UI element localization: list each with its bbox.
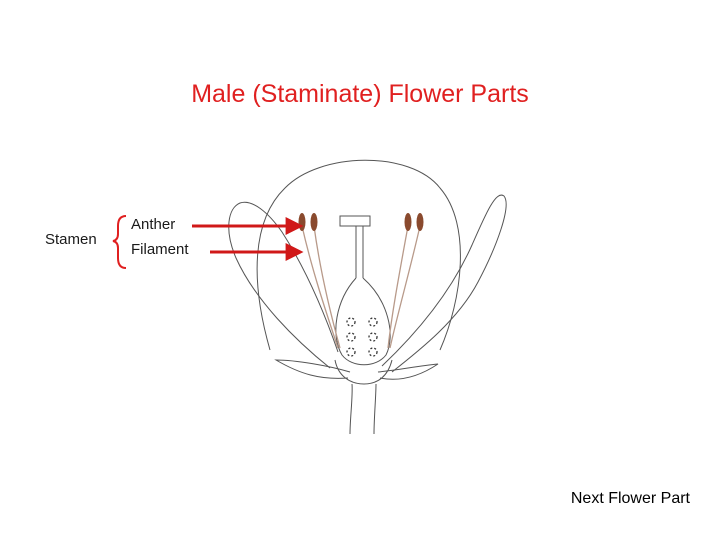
petal-right bbox=[381, 194, 507, 373]
stamen-bracket bbox=[112, 215, 127, 269]
anther-shape bbox=[310, 213, 318, 231]
receptacle bbox=[334, 359, 393, 385]
page-title: Male (Staminate) Flower Parts bbox=[191, 80, 529, 108]
petal-back bbox=[256, 159, 461, 351]
sepal-right bbox=[377, 363, 439, 380]
filament-label: Filament bbox=[131, 241, 189, 258]
sepal-left bbox=[274, 359, 351, 379]
filament-line bbox=[387, 225, 409, 349]
ovary bbox=[335, 277, 391, 366]
filament-line bbox=[389, 225, 421, 349]
ovule bbox=[368, 347, 378, 357]
style bbox=[355, 226, 364, 278]
stamen-label: Stamen bbox=[45, 231, 97, 248]
stem bbox=[349, 383, 377, 435]
next-flower-part-link[interactable]: Next Flower Part bbox=[570, 490, 690, 507]
filament-line bbox=[301, 225, 339, 349]
anther-shape bbox=[404, 213, 412, 231]
stigma bbox=[339, 215, 371, 227]
filament-line bbox=[313, 225, 341, 349]
ovule bbox=[346, 347, 356, 357]
anther-shape bbox=[298, 213, 306, 231]
ovule bbox=[346, 332, 356, 342]
anther-shape bbox=[416, 213, 424, 231]
ovule bbox=[368, 317, 378, 327]
ovule bbox=[346, 317, 356, 327]
petal-left bbox=[228, 201, 339, 369]
anther-label: Anther bbox=[131, 216, 176, 233]
ovule bbox=[368, 332, 378, 342]
